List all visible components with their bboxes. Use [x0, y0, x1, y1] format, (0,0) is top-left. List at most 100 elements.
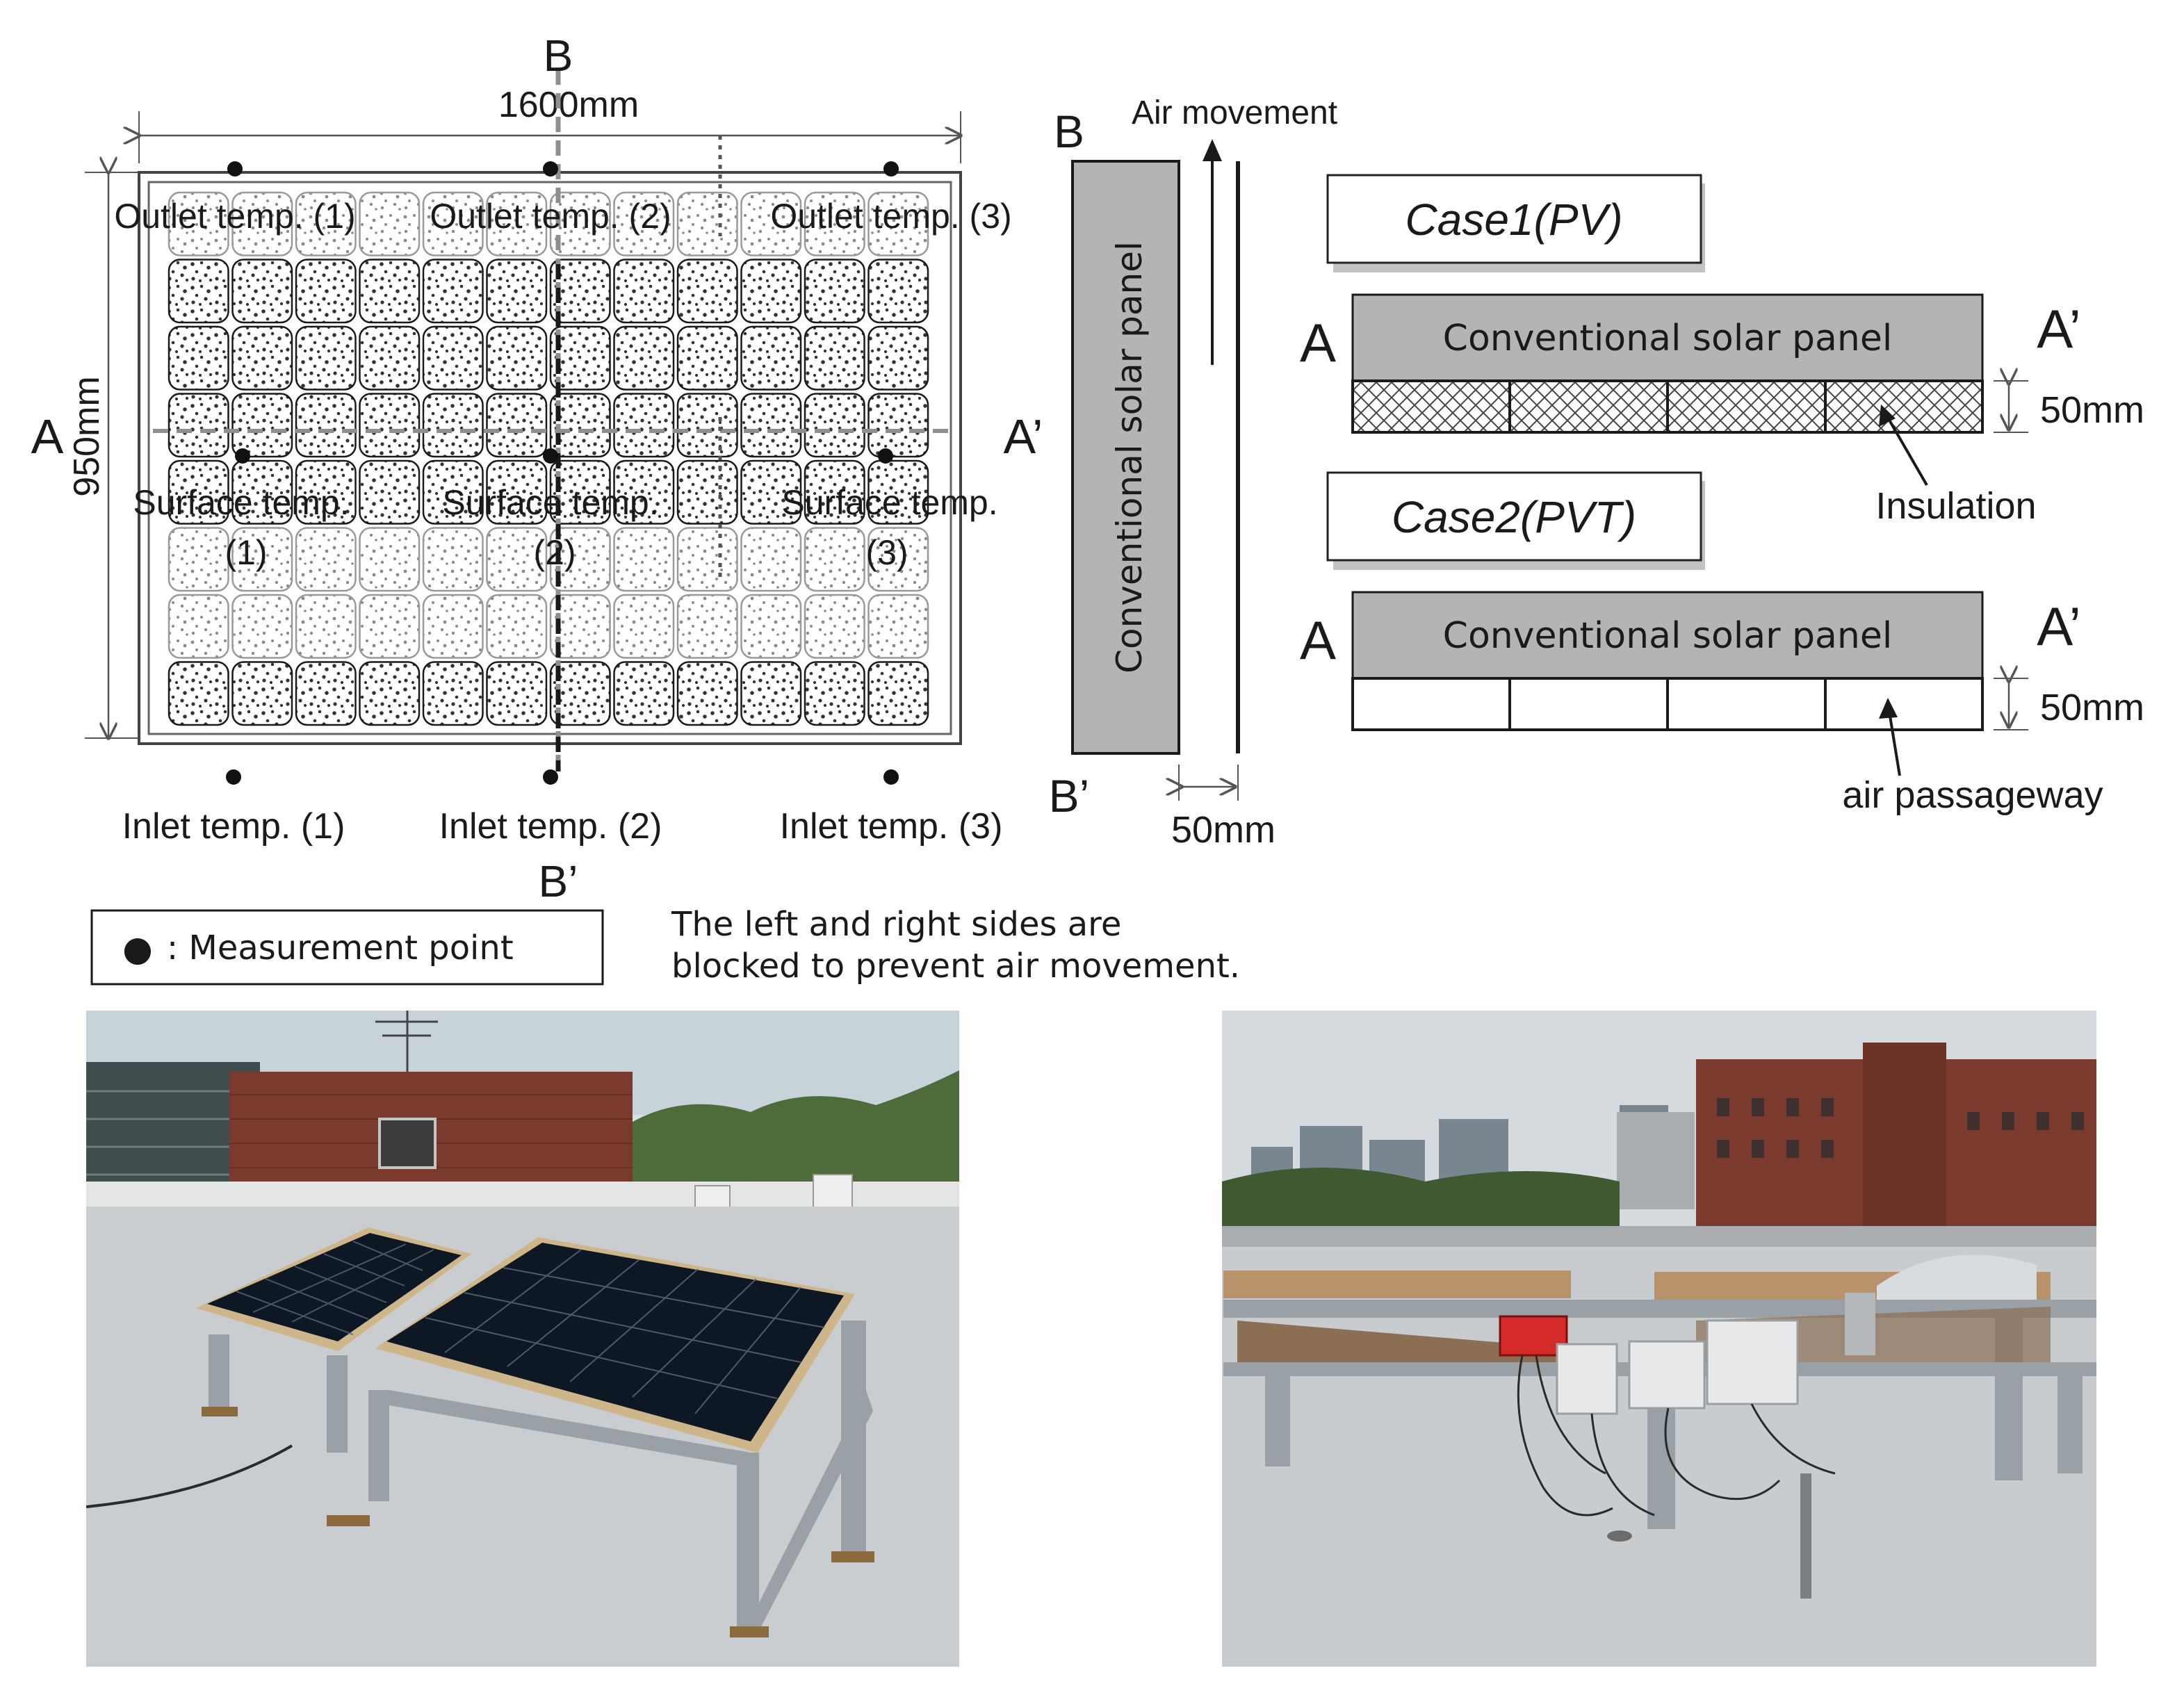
sensor-cables: [1517, 1355, 1836, 1517]
section-a-left-label: A: [31, 409, 64, 464]
solar-cell: [613, 661, 675, 726]
solar-cell: [740, 325, 802, 391]
solar-cell: [295, 325, 357, 391]
solar-cell: [359, 325, 421, 391]
solar-cell: [231, 325, 293, 391]
solar-cell: [422, 191, 484, 256]
solar-cell: [740, 527, 802, 592]
solar-cell: [549, 259, 611, 324]
solar-cell: [867, 325, 929, 391]
solar-cell: [168, 191, 229, 256]
surface-label-2: Surface temp.: [442, 483, 658, 522]
solar-cell: [422, 459, 484, 525]
solar-cell: [676, 259, 738, 324]
surface-label-3: Surface temp.: [781, 483, 997, 522]
solar-cell: [486, 459, 548, 525]
solar-cell: [168, 459, 229, 525]
solar-cell: [676, 191, 738, 256]
solar-cell: [613, 527, 675, 592]
surface-point-3: [878, 448, 893, 464]
surface-label-1: Surface temp.: [133, 483, 349, 522]
surface-num-3: (3): [865, 533, 908, 572]
solar-cell: [295, 191, 357, 256]
legend-text: : Measurement point: [167, 929, 514, 967]
case2-a-left-label: A: [1300, 610, 1336, 671]
hillside-trees: [626, 1070, 959, 1187]
outlet-label-1: Outlet temp. (1): [114, 197, 355, 236]
solar-cell: [867, 393, 929, 458]
solar-cell: [486, 527, 548, 592]
solar-cell: [613, 594, 675, 659]
solar-cell: [168, 661, 229, 726]
case1-title: Case1(PV): [1405, 195, 1623, 245]
solar-cell: [486, 259, 548, 324]
solar-cell: [867, 661, 929, 726]
surface-point-1: [235, 448, 250, 464]
solar-cell: [486, 325, 548, 391]
solar-cell: [613, 259, 675, 324]
height-dimension-label: 950mm: [67, 376, 107, 496]
solar-cell: [676, 459, 738, 525]
solar-cell: [168, 393, 229, 458]
solar-cell: [740, 594, 802, 659]
solar-cell: [613, 459, 675, 525]
case1-insulation-pointer: [1884, 412, 1928, 486]
inlet-point-3: [883, 769, 899, 785]
inlet-label-2: Inlet temp. (2): [439, 806, 662, 847]
solar-cell: [804, 459, 865, 525]
case1-a-right-label: A’: [2037, 298, 2081, 359]
case2-a-right-label: A’: [2037, 596, 2081, 657]
note-line-2: blocked to prevent air movement.: [671, 947, 1240, 986]
solar-cell: [231, 527, 293, 592]
inlet-point-2: [543, 769, 558, 785]
solar-cell: [168, 325, 229, 391]
solar-cell: [231, 393, 293, 458]
outlet-label-3: Outlet temp. (3): [770, 197, 1011, 236]
solar-cell: [231, 661, 293, 726]
solar-cell: [804, 191, 865, 256]
surface-num-1: (1): [225, 533, 267, 572]
solar-cell: [676, 325, 738, 391]
solar-cell: [422, 325, 484, 391]
solar-cell: [422, 527, 484, 592]
solar-cell: [740, 191, 802, 256]
inlet-point-1: [226, 769, 241, 785]
legend-box: [90, 909, 604, 986]
solar-cell: [486, 191, 548, 256]
solar-cell: [231, 259, 293, 324]
solar-cell: [613, 325, 675, 391]
solar-cell: [486, 393, 548, 458]
inlet-label-3: Inlet temp. (3): [780, 806, 1003, 847]
solar-cell: [549, 527, 611, 592]
solar-cell: [613, 191, 675, 256]
side-solar-panel: [1071, 160, 1180, 755]
white-tower: [1617, 1112, 1695, 1209]
case2-passage-pointer: [1888, 711, 1901, 776]
outlet-point-1: [227, 161, 243, 177]
solar-cell: [295, 594, 357, 659]
bent-sheet: [1877, 1255, 2037, 1307]
air-duct: [1845, 1293, 1875, 1355]
steel-supports: [209, 1321, 873, 1633]
solar-cell: [549, 191, 611, 256]
width-dimension-label: 1600mm: [498, 85, 639, 125]
legend-symbol: ●: [122, 929, 153, 969]
data-logger-box: [1706, 1319, 1799, 1405]
solar-cell: [549, 325, 611, 391]
case2-solar-panel: [1351, 591, 1984, 680]
side-solar-panel-label: Conventional solar panel: [1109, 241, 1150, 673]
solar-cell: [867, 594, 929, 659]
case2-passage-label: air passageway: [1842, 774, 2103, 816]
solar-cell: [422, 594, 484, 659]
sensor-cable: [86, 1444, 293, 1508]
solar-cell: [422, 393, 484, 458]
solar-cell: [549, 459, 611, 525]
solar-cell: [549, 393, 611, 458]
solar-cell: [359, 661, 421, 726]
solar-cell: [295, 661, 357, 726]
solar-cell: [867, 459, 929, 525]
solar-cell: [168, 259, 229, 324]
case1-solar-panel: [1351, 293, 1984, 382]
solar-cell: [359, 191, 421, 256]
